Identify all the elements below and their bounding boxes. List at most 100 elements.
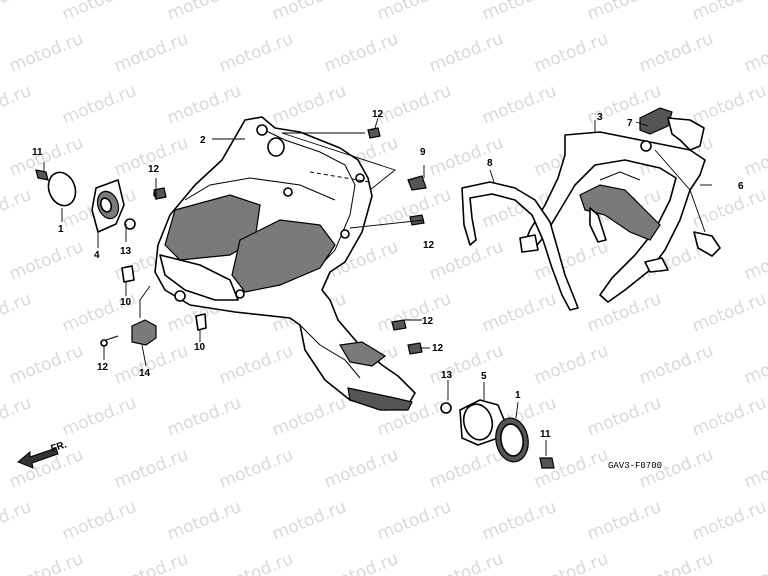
right-speaker-group <box>440 399 555 469</box>
watermark-text: motod.ru <box>269 81 349 129</box>
watermark-text: motod.ru <box>531 29 611 77</box>
callout-14: 14 <box>139 368 151 379</box>
watermark-text: motod.ru <box>111 29 191 77</box>
watermark-text: motod.ru <box>216 29 296 77</box>
callout-12-mid: 12 <box>423 240 435 251</box>
callout-10-upper: 10 <box>120 297 132 308</box>
watermark-text: motod.ru <box>216 341 296 389</box>
callout-6: 6 <box>738 181 744 192</box>
watermark-text: motod.ru <box>111 445 191 493</box>
watermark-text: motod.ru <box>321 445 401 493</box>
watermark-text: motod.ru <box>374 185 454 233</box>
callout-8: 8 <box>487 158 493 169</box>
watermark-text: motod.ru <box>689 0 768 25</box>
callout-13-right: 13 <box>441 370 453 381</box>
callout-13-left: 13 <box>120 246 132 257</box>
glovebox-lid-part-3 <box>519 131 706 303</box>
callout-1-right: 1 <box>515 390 521 401</box>
watermark-text: motod.ru <box>164 393 244 441</box>
watermark-text: motod.ru <box>741 237 768 285</box>
watermark-text: motod.ru <box>636 29 716 77</box>
watermark-text: motod.ru <box>374 497 454 545</box>
watermark-text: motod.ru <box>164 0 244 25</box>
watermark-text: motod.ru <box>636 549 716 576</box>
watermark-text: motod.ru <box>216 445 296 493</box>
watermark-text: motod.ru <box>321 29 401 77</box>
callout-11-left: 11 <box>32 147 43 158</box>
watermark-text: motod.ru <box>0 81 34 129</box>
watermark-text: motod.ru <box>6 29 86 77</box>
callout-1-left: 1 <box>58 224 64 235</box>
callout-12-bottom: 12 <box>432 343 444 354</box>
bolts <box>153 127 427 355</box>
callout-12-top: 12 <box>372 109 384 120</box>
watermark-text: motod.ru <box>321 549 401 576</box>
watermark-text: motod.ru <box>689 289 768 337</box>
watermark-text: motod.ru <box>741 341 768 389</box>
callout-4: 4 <box>94 250 100 261</box>
watermark-text: motod.ru <box>374 81 454 129</box>
watermark-text: motod.ru <box>479 0 559 25</box>
watermark-text: motod.ru <box>531 445 611 493</box>
watermark-text: motod.ru <box>426 549 506 576</box>
watermark-text: motod.ru <box>531 341 611 389</box>
watermark-text: motod.ru <box>269 497 349 545</box>
callout-12-lower: 12 <box>422 316 434 327</box>
lock-assembly-part-7 <box>639 107 721 257</box>
watermark-text: motod.ru <box>0 289 34 337</box>
watermark-text: motod.ru <box>689 185 768 233</box>
watermark-text: motod.ru <box>584 393 664 441</box>
watermark-text: motod.ru <box>584 0 664 25</box>
diagram-code: GAV3-F0700 <box>608 461 662 471</box>
watermark-text: motod.ru <box>636 341 716 389</box>
watermark-text: motod.ru <box>269 0 349 25</box>
watermark-text: motod.ru <box>531 549 611 576</box>
watermark-text: motod.ru <box>689 393 768 441</box>
callout-10-lower: 10 <box>194 342 206 353</box>
watermark-text: motod.ru <box>584 289 664 337</box>
watermark-text: motod.ru <box>216 549 296 576</box>
watermark-text: motod.ru <box>741 29 768 77</box>
watermark-text: motod.ru <box>689 81 768 129</box>
callout-12-bracket: 12 <box>97 362 109 373</box>
watermark-text: motod.ru <box>426 133 506 181</box>
watermark-text: motod.ru <box>6 549 86 576</box>
watermark-text: motod.ru <box>111 341 191 389</box>
seal-strip-part-8 <box>461 181 579 311</box>
left-speaker-group <box>35 169 207 347</box>
watermark-text: motod.ru <box>479 81 559 129</box>
watermark-text: motod.ru <box>0 185 34 233</box>
watermark-text: motod.ru <box>531 237 611 285</box>
watermark-text: motod.ru <box>374 289 454 337</box>
callout-3: 3 <box>597 112 603 123</box>
watermark-text: motod.ru <box>689 497 768 545</box>
watermark-text: motod.ru <box>426 29 506 77</box>
callout-11-right: 11 <box>540 429 551 440</box>
watermark-text: motod.ru <box>269 393 349 441</box>
watermark-text: motod.ru <box>59 393 139 441</box>
watermark-text: motod.ru <box>584 497 664 545</box>
watermark-text: motod.ru <box>426 445 506 493</box>
callout-9: 9 <box>420 147 426 158</box>
watermark-text: motod.ru <box>59 0 139 25</box>
callout-7: 7 <box>627 118 633 129</box>
leader-lines <box>43 117 712 456</box>
callout-labels: 2 3 7 6 8 9 12 12 12 12 12 12 11 11 1 1 … <box>32 109 744 440</box>
watermark-text: motod.ru <box>6 341 86 389</box>
watermark-text: motod.ru <box>0 393 34 441</box>
watermark-text: motod.ru <box>479 289 559 337</box>
callout-12-left: 12 <box>148 164 160 175</box>
front-arrow-label: FR. <box>50 439 69 455</box>
watermark-text: motod.ru <box>0 0 34 25</box>
watermark-text: motod.ru <box>164 81 244 129</box>
watermark-text: motod.ru <box>59 497 139 545</box>
watermark-text: motod.ru <box>0 497 34 545</box>
watermark-text: motod.ru <box>111 549 191 576</box>
watermark-text: motod.ru <box>741 445 768 493</box>
callout-2: 2 <box>200 135 206 146</box>
inner-cover-part-2 <box>154 116 416 411</box>
watermark-text: motod.ru <box>479 497 559 545</box>
watermark-text: motod.ru <box>741 549 768 576</box>
